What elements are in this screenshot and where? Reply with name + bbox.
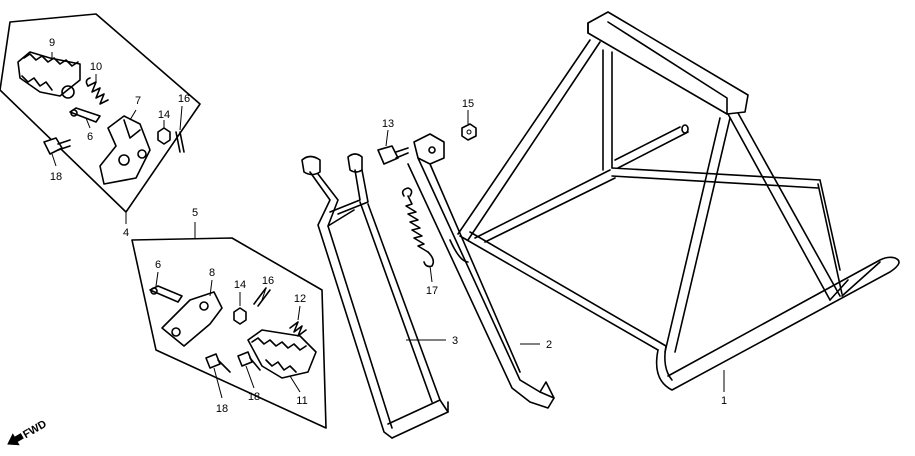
callout-6-lower: 6 [155,259,161,271]
callout-11: 11 [296,395,307,407]
forward-arrow-icon [7,433,24,446]
forward-label: FWD [21,418,49,441]
callout-2: 2 [546,339,552,351]
nut [461,123,477,141]
footpeg-assembly-left [131,237,327,429]
return-spring [401,187,435,268]
callout-16-upper: 16 [178,93,190,105]
callout-14-upper: 14 [158,109,170,121]
callout-17: 17 [426,285,438,297]
footpeg-assembly-right [0,13,201,213]
callout-1: 1 [721,395,727,407]
callout-14-lower: 14 [234,279,246,291]
callout-8: 8 [209,267,215,279]
callout-4: 4 [123,227,129,239]
callout-12: 12 [294,293,306,305]
callout-18-lower-right: 18 [248,391,260,403]
callout-7: 7 [135,95,141,107]
leader-lines [51,52,725,399]
callout-15: 15 [462,98,474,110]
callout-10: 10 [90,61,102,73]
side-stand [407,133,555,409]
service-stand-frame [457,11,900,391]
callout-labels: 1 2 3 4 5 9 10 7 6 14 16 18 13 15 17 6 8… [49,37,727,415]
main-stand-bar [301,153,449,439]
forward-direction-indicator: FWD [7,418,49,446]
callout-16-lower: 16 [262,275,274,287]
callout-9: 9 [49,37,55,49]
callout-3: 3 [452,335,458,347]
callout-5: 5 [192,207,198,219]
callout-18-lower-left: 18 [216,403,228,415]
callout-6-upper: 6 [87,131,93,143]
callout-13: 13 [382,118,394,130]
callout-18-upper: 18 [50,171,62,183]
pivot-bolt [377,145,409,165]
